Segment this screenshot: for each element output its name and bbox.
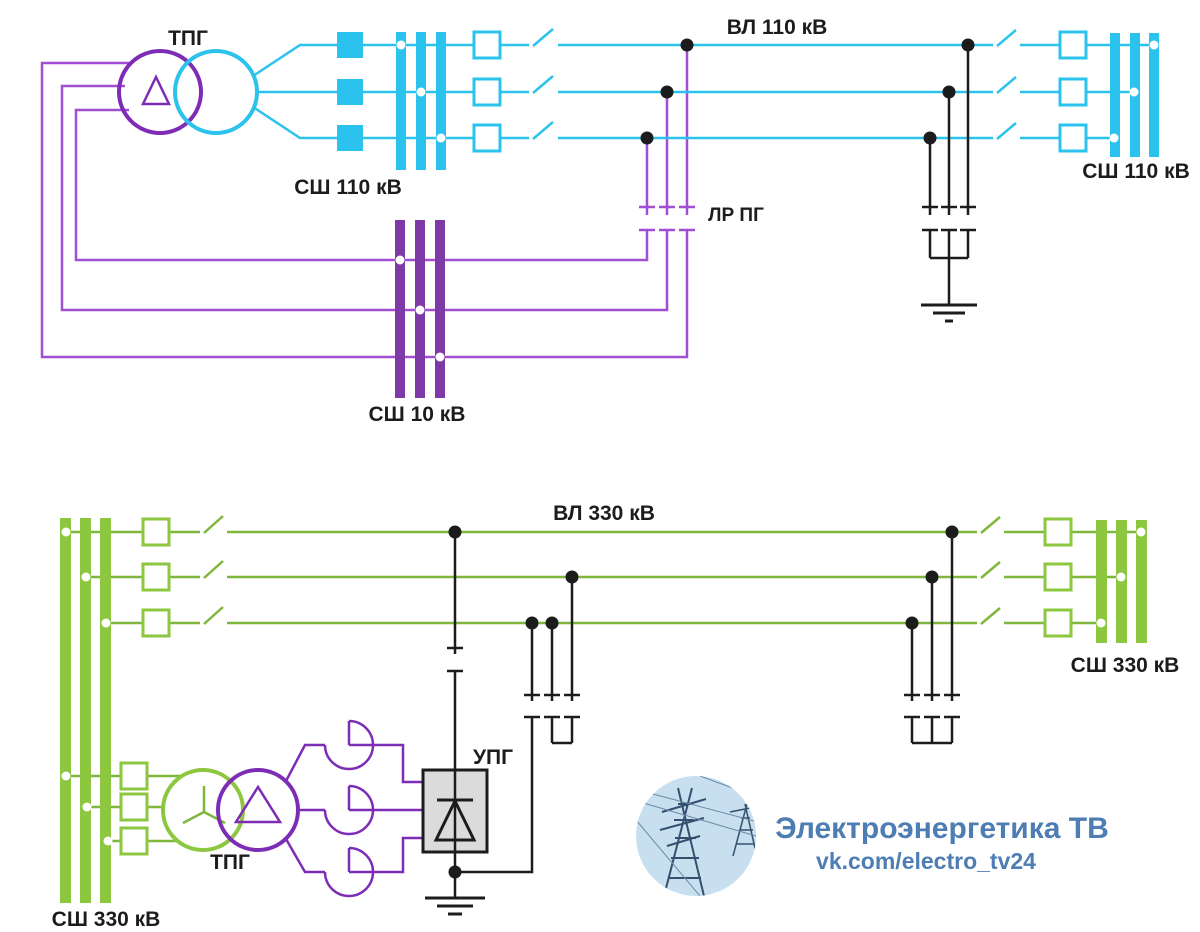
busbar-330kv-left-label: СШ 330 кВ xyxy=(52,908,161,931)
busbar-330kv-right xyxy=(1096,520,1147,643)
ground-symbol-top xyxy=(921,303,977,323)
line-breaker-bl-1 xyxy=(141,517,171,547)
top-connection-dots xyxy=(640,38,975,145)
tpg-breaker-cell-3 xyxy=(119,826,149,856)
winding-delta-circle xyxy=(117,49,203,135)
transformer-tpg-bottom-label: ТПГ xyxy=(210,851,250,874)
ground-symbol-bottom xyxy=(425,896,485,916)
line-breaker-br-1 xyxy=(1043,517,1073,547)
upg-label: УПГ xyxy=(473,746,513,769)
reactors-and-upg-leads xyxy=(284,719,423,898)
transformer-breaker-cell-2 xyxy=(337,79,363,105)
busbar-330kv-right-label: СШ 330 кВ xyxy=(1071,654,1180,677)
transformer-tpg-top xyxy=(117,49,259,135)
watermark-title: Электроэнергетика ТВ xyxy=(775,812,1109,845)
line-110kv-label: ВЛ 110 кВ xyxy=(727,16,828,39)
line-330kv-label: ВЛ 330 кВ xyxy=(553,502,655,525)
watermark: Электроэнергетика ТВ vk.com/electro_tv24 xyxy=(636,776,1109,896)
busbar-110kv-right xyxy=(1109,33,1159,157)
delta-symbol-bottom xyxy=(233,784,283,824)
line-breaker-left-2 xyxy=(472,77,502,107)
power-wires xyxy=(636,776,756,896)
watermark-photo xyxy=(636,776,756,896)
line-breaker-right-1 xyxy=(1058,30,1088,60)
busbar-10kv-label: СШ 10 кВ xyxy=(369,403,466,426)
busbar-110kv-left-label: СШ 110 кВ xyxy=(294,176,402,199)
winding-delta-circle-bottom xyxy=(216,768,300,852)
line-breaker-bl-3 xyxy=(141,608,171,638)
tower-small xyxy=(729,803,756,858)
line-breaker-br-3 xyxy=(1043,608,1073,638)
cyan-110kv-lines xyxy=(252,28,1154,153)
transformer-tpg-top-label: ТПГ xyxy=(168,27,208,50)
tpg-breaker-cell-1 xyxy=(119,761,149,791)
busbar-10kv xyxy=(395,220,445,398)
line-breaker-right-2 xyxy=(1058,77,1088,107)
busbar-110kv-left xyxy=(396,32,446,170)
line-breaker-right-3 xyxy=(1058,123,1088,153)
transformer-breaker-cell-3 xyxy=(337,125,363,151)
winding-hv-circle xyxy=(173,49,259,135)
line-breaker-left-3 xyxy=(472,123,502,153)
transformer-tpg-bottom xyxy=(161,768,300,852)
line-breaker-left-1 xyxy=(472,30,502,60)
bottom-circuit: СШ 330 кВ СШ 330 кВ ВЛ 330 кВ ТПГ xyxy=(52,502,1180,931)
line-end-grounding-110kv xyxy=(921,45,977,323)
lr-pg-label: ЛР ПГ xyxy=(708,205,764,226)
purple-10kv-routing xyxy=(40,46,695,359)
busbar-330kv-left xyxy=(60,518,113,903)
ice-melt-black-circuit xyxy=(421,525,960,916)
busbar-110kv-right-label: СШ 110 кВ xyxy=(1082,160,1190,183)
top-circuit: СШ 10 кВ СШ 110 кВ xyxy=(40,16,1190,426)
green-330kv-lines xyxy=(66,515,1141,856)
watermark-url: vk.com/electro_tv24 xyxy=(816,848,1036,874)
transformer-breaker-cell-1 xyxy=(337,32,363,58)
delta-symbol xyxy=(141,74,171,106)
line-breaker-br-2 xyxy=(1043,562,1073,592)
line-breaker-bl-2 xyxy=(141,562,171,592)
tpg-breaker-cell-2 xyxy=(119,792,149,822)
diode-symbol xyxy=(433,797,477,842)
